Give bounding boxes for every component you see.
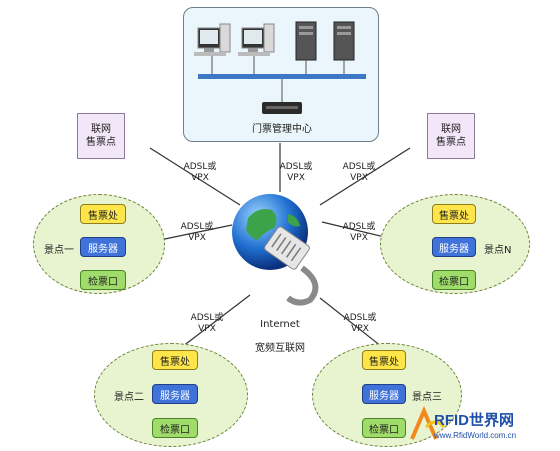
site-one-check-box: 检票口 [80, 270, 126, 290]
site-two-server-box: 服务器 [152, 384, 198, 404]
server-right-icon [333, 21, 355, 61]
center-label: 门票管理中心 [252, 124, 312, 135]
site-n-sale-box: 售票处 [432, 204, 476, 224]
line-site-three [319, 297, 387, 351]
site-one-server-box: 服务器 [80, 237, 126, 257]
router-icon [262, 102, 302, 114]
line-online-right [319, 147, 411, 206]
line-site-one [159, 224, 233, 241]
site-three-check-box: 检票口 [362, 418, 406, 438]
site-n-check-box: 检票口 [432, 270, 476, 290]
online-ticket-point-right: 联网 售票点 [427, 113, 475, 159]
site-three-name: 景点三 [412, 392, 442, 403]
site-one-sale-box: 售票处 [80, 204, 126, 224]
site-n-name: 景点N [484, 245, 512, 256]
site-one-name: 景点一 [44, 245, 74, 256]
site-n-server-box: 服务器 [432, 237, 476, 257]
server-left-icon [295, 21, 317, 61]
link-label-bottom-left: ADSL或 VPX [190, 313, 224, 334]
site-two-check-box: 检票口 [152, 418, 198, 438]
pc-right-icon [238, 23, 275, 56]
line-online-left [149, 147, 241, 206]
pc-left-icon [194, 23, 231, 56]
rfid-world-logo: RFID世界网 www.RfidWorld.com.cn [404, 405, 556, 445]
site-three-sale-box: 售票处 [362, 350, 406, 370]
link-label-bottom-right: ADSL或 VPX [343, 313, 377, 334]
link-label-mid-left: ADSL或 VPX [180, 222, 214, 243]
internet-label-cn: 宽频互联网 [255, 343, 305, 354]
rfid-logo-icon [410, 405, 446, 440]
link-label-top-right: ADSL或 VPX [342, 162, 376, 183]
online-ticket-point-left: 联网 售票点 [77, 113, 125, 159]
site-three-server-box: 服务器 [362, 384, 406, 404]
network-bus [198, 74, 366, 79]
ticket-management-center: 门票管理中心 [183, 7, 379, 142]
link-label-mid-right: ADSL或 VPX [342, 222, 376, 243]
site-two-name: 景点二 [114, 392, 144, 403]
internet-globe-icon [232, 194, 319, 306]
link-label-top-left: ADSL或 VPX [183, 162, 217, 183]
internet-label: Internet 宽频互联网 [245, 307, 315, 367]
internet-label-en: Internet [260, 319, 300, 330]
line-site-two [177, 294, 251, 351]
site-two-sale-box: 售票处 [152, 350, 198, 370]
brand-url: www.RfidWorld.com.cn [434, 431, 517, 440]
network-equipment [194, 21, 366, 114]
link-label-top-center: ADSL或 VPX [279, 162, 313, 183]
brand-logo-text: RFID世界网 [434, 412, 514, 429]
